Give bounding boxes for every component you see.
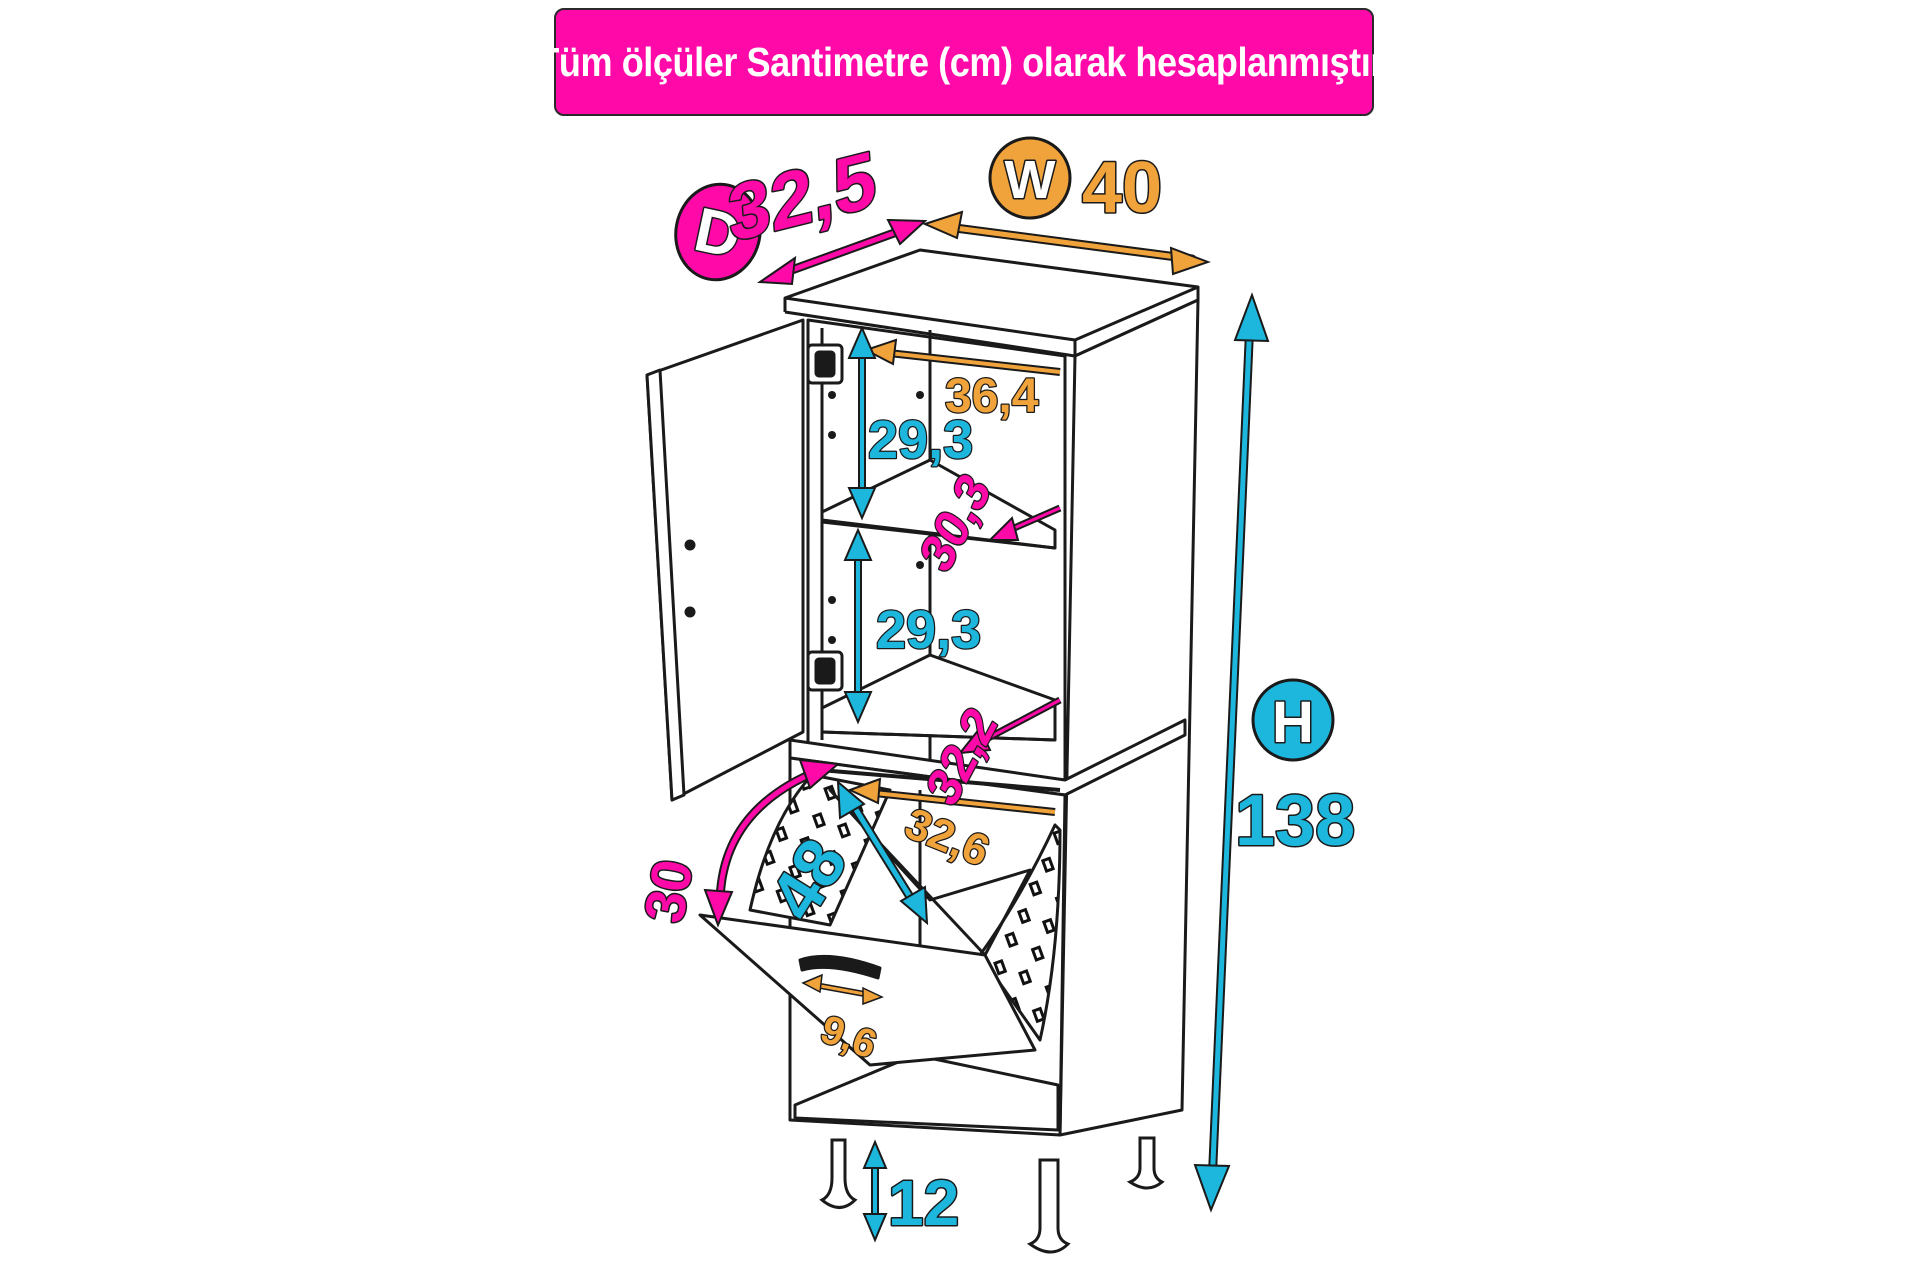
leg-height-arrow — [862, 1139, 888, 1243]
height-badge-letter: H — [1272, 690, 1314, 755]
cabinet-legs — [819, 1136, 1165, 1254]
basket-inner-back — [828, 788, 1032, 957]
units-banner-text: ( Tüm ölçüler Santimetre (cm) olarak hes… — [515, 38, 1413, 85]
basket-angle-value: 30 — [632, 855, 705, 927]
leg-front-left — [819, 1138, 858, 1209]
shelf-depth-bottom-arrow — [957, 696, 1062, 755]
height-value: 138 — [1235, 781, 1355, 861]
width-badge-letter: W — [1005, 150, 1056, 210]
shelf-depth-top-arrow — [987, 504, 1062, 541]
inner-width-value: 36,4 — [945, 370, 1039, 423]
basket-rail — [819, 768, 1061, 792]
handle-width-arrow — [801, 973, 884, 1006]
depth-value: 32,5 — [725, 134, 878, 259]
door-hole — [684, 539, 696, 551]
leg-front-right — [1026, 1158, 1071, 1254]
middle-shelf — [820, 653, 1057, 742]
door-hole — [684, 606, 696, 618]
basket-angle-arrow — [703, 758, 841, 928]
open-door — [645, 318, 805, 802]
height-arrow — [1193, 292, 1270, 1213]
inner-width-arrow — [863, 338, 1061, 376]
hinge-bottom — [806, 650, 844, 692]
width-value: 40 — [1082, 148, 1162, 228]
shelf-height-top-value: 29,3 — [868, 410, 973, 470]
depth-arrow — [757, 218, 928, 286]
hinge-top — [806, 343, 844, 385]
width-arrow — [922, 210, 1211, 276]
shelf-height-bottom-value: 29,3 — [876, 600, 981, 660]
basket-depth-arrow — [847, 777, 1056, 816]
width-badge: W — [988, 136, 1072, 220]
basket-right-wall — [978, 823, 1062, 1042]
shelf-pin-holes — [828, 391, 924, 644]
height-badge: H — [1251, 678, 1335, 762]
leg-height-value: 12 — [888, 1167, 959, 1239]
basket-height-arrow — [836, 779, 929, 926]
leg-back-right — [1126, 1136, 1165, 1190]
shelf-height-bottom-arrow — [843, 527, 873, 725]
depth-badge: D — [674, 182, 762, 282]
units-banner: ( Tüm ölçüler Santimetre (cm) olarak hes… — [516, 8, 1413, 116]
basket-handle — [798, 954, 882, 980]
right-side-panel — [1058, 298, 1200, 1137]
top-shelf — [820, 458, 1057, 550]
shelf-height-top-arrow — [847, 325, 877, 521]
